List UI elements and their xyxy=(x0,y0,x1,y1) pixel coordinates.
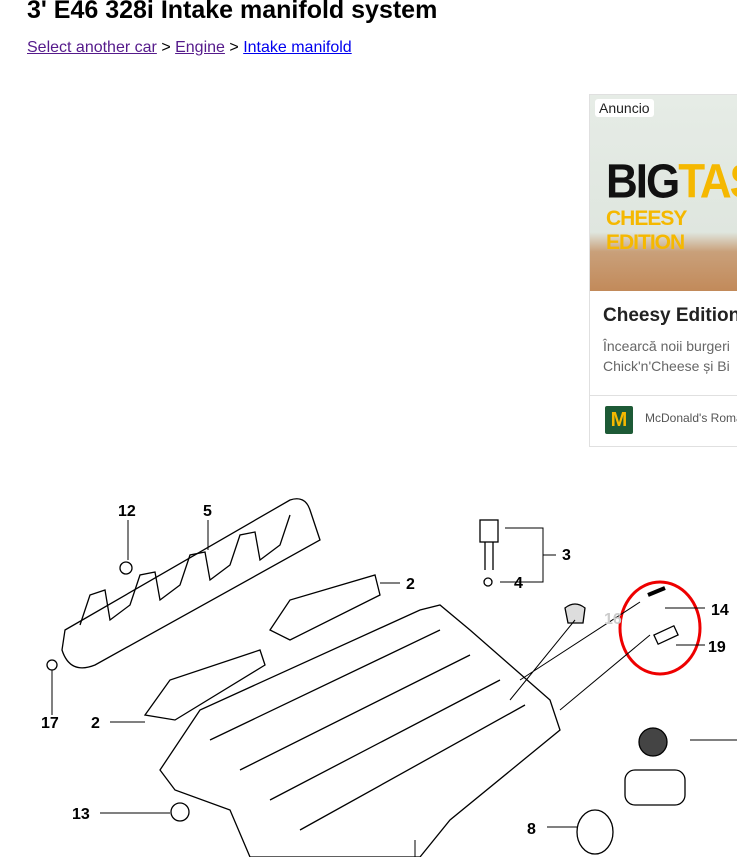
advertiser-name[interactable]: McDonald's Romania xyxy=(645,411,737,425)
gasket-lower xyxy=(143,649,266,721)
callout-16[interactable]: 16 xyxy=(604,611,622,628)
intake-manifold xyxy=(159,604,561,857)
breadcrumb-separator: > xyxy=(161,39,171,56)
ad-headline: BIGTAS xyxy=(606,154,737,209)
breadcrumb-intake-manifold[interactable]: Intake manifold xyxy=(243,39,352,56)
ad-subhead: CHEESY EDITION xyxy=(606,207,687,254)
callout-14[interactable]: 14 xyxy=(711,602,729,619)
callout-5[interactable]: 5 xyxy=(203,503,212,520)
sensor xyxy=(479,519,499,543)
breadcrumb-engine[interactable]: Engine xyxy=(175,39,225,56)
callout-2[interactable]: 2 xyxy=(91,715,100,732)
callout-2[interactable]: 2 xyxy=(406,576,415,593)
ad-title[interactable]: Cheesy Edition xyxy=(603,305,737,326)
callout-8[interactable]: 8 xyxy=(527,821,536,838)
breadcrumb-separator: > xyxy=(229,39,239,56)
page-title: 3' E46 328i Intake manifold system xyxy=(27,0,438,24)
highlight-circle xyxy=(618,580,702,676)
advertiser-logo: M xyxy=(605,406,633,434)
callout-3[interactable]: 3 xyxy=(562,547,571,564)
fuel-rail xyxy=(61,498,321,669)
breadcrumb: Select another car > Engine > Intake man… xyxy=(27,39,352,57)
callout-4[interactable]: 4 xyxy=(514,575,523,592)
parts-diagram[interactable]: 12 5 3 2 4 14 16 19 17 2 13 8 xyxy=(0,480,737,857)
gasket-upper xyxy=(269,574,381,641)
divider xyxy=(590,395,737,396)
callout-13[interactable]: 13 xyxy=(72,806,90,823)
breadcrumb-select-car[interactable]: Select another car xyxy=(27,39,157,56)
advertisement[interactable]: BIGTAS CHEESY EDITION Anuncio Cheesy Edi… xyxy=(589,94,737,447)
ad-badge[interactable]: Anuncio xyxy=(595,99,654,117)
callout-19[interactable]: 19 xyxy=(708,639,726,656)
ad-image[interactable]: BIGTAS CHEESY EDITION Anuncio xyxy=(590,95,737,291)
callout-12[interactable]: 12 xyxy=(118,503,136,520)
callout-17[interactable]: 17 xyxy=(41,715,59,732)
